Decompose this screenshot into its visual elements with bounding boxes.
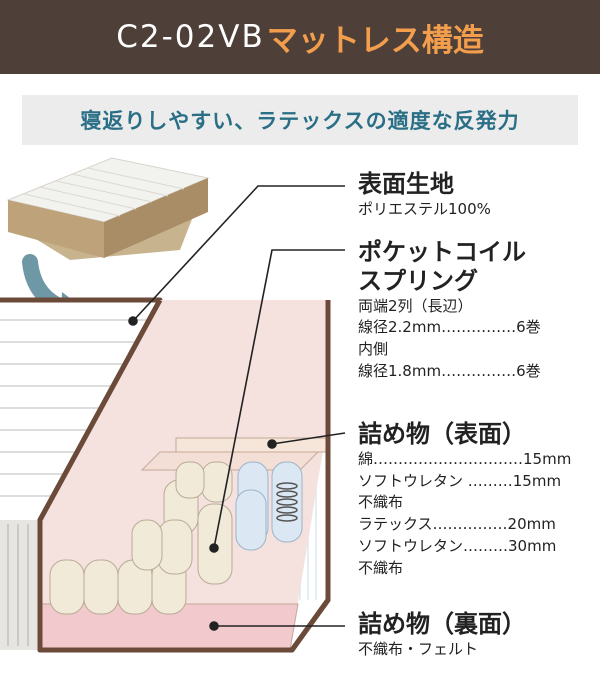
fill-top-line: 不織布 — [358, 558, 404, 577]
pocket-coil-spec-line: 両端2列（長辺） — [358, 296, 473, 315]
coil-spring-icon — [276, 482, 298, 522]
fill-top-line: 不織布 — [358, 493, 404, 512]
fill-top-line: ソフトウレタン………30mm — [358, 536, 557, 555]
header-bar: C2-02VB マットレス構造 — [0, 0, 600, 74]
fill-top-title: 詰め物（表面） — [358, 420, 526, 448]
fill-bottom-block: 詰め物（裏面） 不織布・フェルト — [358, 610, 526, 661]
pocket-coil-title-line1: ポケットコイル — [358, 238, 526, 266]
fill-top-line: ソフトウレタン ………15mm — [358, 471, 562, 490]
cutaway-interior — [37, 298, 331, 653]
fill-bottom-detail: 不織布・フェルト — [358, 639, 479, 658]
fill-top-block: 詰め物（表面） 綿…………………………15mm ソフトウレタン ………15mm … — [358, 420, 571, 579]
fill-top-line: 綿…………………………15mm — [358, 449, 572, 468]
fill-bottom-title: 詰め物（裏面） — [358, 610, 526, 638]
surface-fabric-detail: ポリエステル100% — [358, 199, 491, 218]
pocket-coil-block: ポケットコイル スプリング 両端2列（長辺） 線径2.2mm……………6巻 内側… — [358, 238, 541, 383]
surface-fabric-title: 表面生地 — [358, 170, 454, 198]
header-title: マットレス構造 — [266, 22, 484, 59]
surface-fabric-block: 表面生地 ポリエステル100% — [358, 170, 491, 221]
pocket-coil-title-line2: スプリング — [358, 266, 478, 295]
mattress-thumbnail — [6, 157, 210, 260]
fill-top-line: ラテックス……………20mm — [358, 515, 556, 534]
subtitle-banner: 寝返りしやすい、ラテックスの適度な反発力 — [22, 95, 578, 145]
pocket-coil-spec-line: 線径2.2mm……………6巻 — [358, 318, 541, 337]
pocket-coil-spec-line: 内側 — [358, 340, 389, 359]
pocket-coil-spec-line: 線径1.8mm……………6巻 — [358, 361, 541, 380]
leader-lines — [128, 185, 346, 631]
model-number: C2-02VB — [116, 19, 265, 55]
